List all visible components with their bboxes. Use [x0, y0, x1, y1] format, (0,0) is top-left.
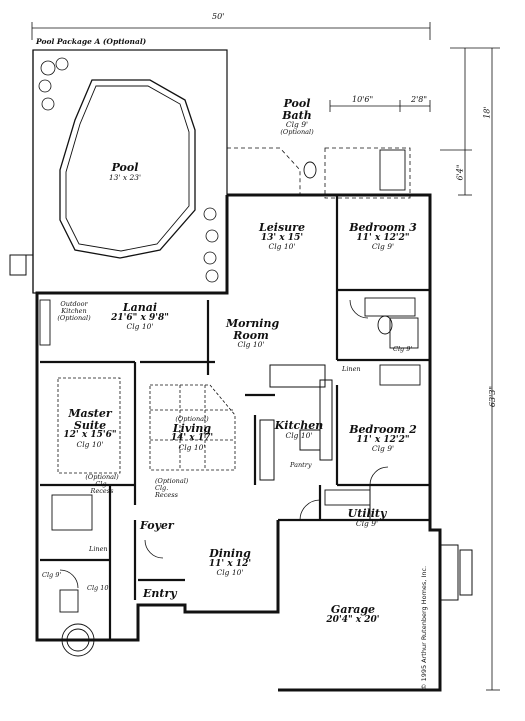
pool-bath-width-b-dimension: 2'8" [411, 95, 428, 104]
pantry-label: Pantry [290, 461, 312, 469]
pool-package-label: Pool Package A (Optional) [36, 37, 147, 46]
kitchen-counters [259, 364, 333, 481]
copyright-notice: © 1995 Arthur Rutenberg Homes, Inc. [420, 565, 428, 690]
living-recess-outline [57, 377, 236, 474]
master-suite-label: Master Suite 12' x 15'6" Clg 10' [63, 407, 117, 449]
pool-label: Pool 13' x 23' [108, 161, 142, 182]
pool-bath-width-a-dimension: 10'6" [352, 95, 374, 104]
bath-fixtures [39, 149, 421, 657]
pool-bath-optional-outline [227, 147, 411, 199]
overall-width-dimension: 50' [212, 12, 225, 21]
foyer-label: Foyer [140, 519, 174, 532]
utility-label: Utility Clg 9' [347, 507, 387, 528]
pool-bath-offset-dimension: 6'4" [455, 164, 465, 181]
linen-hall-label: Linen [342, 365, 361, 373]
living-recess-label: (Optional) Clg. Recess [155, 477, 189, 499]
door-swings [59, 299, 389, 589]
master-bath-ceiling-label: Clg 10' [87, 584, 111, 592]
garage-label: Garage 20'4" x 20' [326, 603, 380, 625]
master-recess-label: (Optional) Clg. Recess [85, 473, 119, 495]
leisure-label: Leisure 13' x 15' Clg 10' [259, 221, 305, 251]
kitchen-label: Kitchen Clg 10' [274, 419, 324, 440]
interior-walls [40, 195, 430, 640]
linen-master-label: Linen [89, 545, 108, 553]
dining-label: Dining 11' x 12' Clg 10' [208, 547, 252, 577]
pool-shape [59, 79, 196, 259]
lanai-label: Lanai 21'6" x 9'8" Clg 10' [111, 301, 169, 331]
master-wc-ceiling-label: Clg 9' [42, 571, 62, 579]
overall-depth-dimension: 63'3" [488, 385, 498, 408]
bath-2-ceiling-label: Clg 9' [393, 345, 413, 353]
entry-label: Entry [143, 587, 177, 600]
bedroom-2-label: Bedroom 2 11' x 12'2" Clg 9' [349, 423, 417, 453]
outdoor-kitchen-label: Outdoor Kitchen (Optional) [57, 300, 91, 322]
morning-room-label: Morning Room Clg 10' [226, 317, 280, 350]
landscape-plants [38, 57, 219, 283]
living-label: (Optional) Living 14' x 17' Clg 10' [170, 415, 214, 452]
dimension-lines [31, 22, 500, 691]
pool-bath-label: Pool Bath Clg 9' (Optional) [280, 97, 314, 136]
pool-bath-depth-dimension: 18' [482, 106, 492, 119]
bedroom-3-label: Bedroom 3 11' x 12'2" Clg 9' [349, 221, 417, 251]
pool-inner-shape [65, 85, 190, 252]
